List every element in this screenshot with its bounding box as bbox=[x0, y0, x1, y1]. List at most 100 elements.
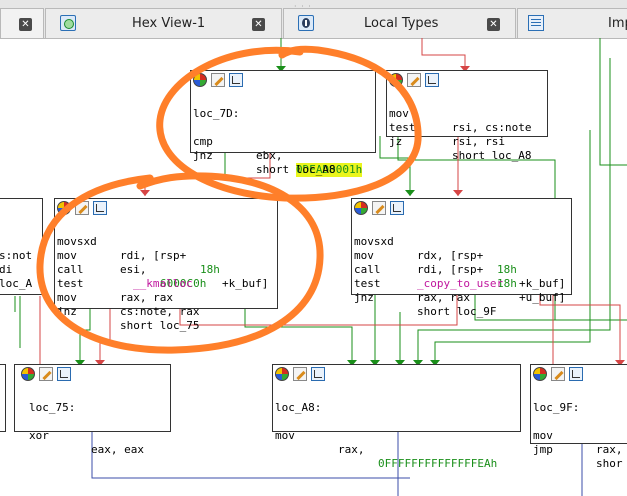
arrow-head bbox=[347, 360, 357, 366]
block-left-edge[interactable] bbox=[0, 364, 6, 432]
edge bbox=[434, 130, 591, 366]
function-name[interactable]: __kmalloc bbox=[133, 277, 193, 290]
tab-bar: · · · ✕ Hex View-1 ✕ Local Types ✕ Imp bbox=[0, 0, 627, 39]
operand: rdi, [rsp+ bbox=[120, 249, 187, 262]
arrow-head bbox=[95, 360, 105, 366]
operand: esi, bbox=[120, 263, 154, 276]
close-icon[interactable]: ✕ bbox=[252, 18, 265, 31]
offset-number: 18h bbox=[200, 263, 220, 276]
rename-icon[interactable] bbox=[211, 73, 225, 87]
color-wheel-icon[interactable] bbox=[354, 201, 368, 215]
operand: rsi, cs:note bbox=[452, 121, 532, 134]
graph-icon[interactable] bbox=[57, 367, 71, 381]
color-wheel-icon[interactable] bbox=[275, 367, 289, 381]
partial-text: s:not bbox=[0, 249, 33, 262]
mnemonic: xor bbox=[29, 429, 49, 442]
block-copy-to-user[interactable]: movsxd rdx, [rsp+ 18h +k_buf] mov rdi, [… bbox=[351, 198, 572, 318]
close-tab-icon[interactable]: ✕ bbox=[19, 18, 32, 31]
color-wheel-icon[interactable] bbox=[21, 367, 35, 381]
tab-hex-view[interactable]: Hex View-1 ✕ bbox=[45, 8, 282, 38]
block-top-right[interactable]: mov rsi, cs:note test rsi, rsi jz short … bbox=[386, 70, 548, 162]
edge bbox=[417, 58, 611, 366]
graph-icon[interactable] bbox=[311, 367, 325, 381]
instruction-row: mov rax, 0FFFFFFFFFFFFFFEAh bbox=[275, 415, 497, 485]
operand: short loc_75 bbox=[120, 319, 200, 332]
operand: rax, rax bbox=[417, 291, 470, 304]
tab-label: Local Types bbox=[364, 16, 439, 31]
tab-local-types[interactable]: Local Types ✕ bbox=[283, 8, 516, 38]
arrow-head bbox=[460, 66, 470, 72]
operand: short loc_A8 bbox=[256, 163, 336, 176]
offset-number: 18h bbox=[497, 277, 517, 290]
rename-icon[interactable] bbox=[39, 367, 53, 381]
hex-view-icon bbox=[60, 15, 76, 31]
label-line: loc_9F: bbox=[533, 401, 580, 414]
drag-handle[interactable]: · · · bbox=[294, 2, 312, 11]
tab-label: Hex View-1 bbox=[132, 16, 206, 31]
arrow-head bbox=[75, 360, 85, 366]
block-kmalloc[interactable]: movsxd rdi, [rsp+ 18h +k_buf] mov esi, 6… bbox=[54, 198, 278, 332]
tab-label: Imp bbox=[608, 16, 627, 31]
mnemonic: movsxd bbox=[354, 235, 394, 248]
operand: rsi, rsi bbox=[452, 135, 505, 148]
arrow-head bbox=[405, 190, 415, 196]
arrow-head bbox=[413, 360, 423, 366]
block-left-partial[interactable]: s:not di loc_A bbox=[0, 198, 43, 295]
graph-icon[interactable] bbox=[569, 367, 583, 381]
function-name[interactable]: _copy_to_user bbox=[417, 277, 504, 290]
operand: eax, eax bbox=[91, 443, 144, 456]
color-wheel-icon[interactable] bbox=[389, 73, 403, 87]
color-wheel-icon[interactable] bbox=[57, 201, 71, 215]
constant: 0FFFFFFFFFFFFFFEAh bbox=[378, 457, 498, 470]
operand: shor bbox=[596, 457, 623, 470]
operand-suffix: +k_buf] bbox=[519, 277, 566, 290]
instruction-row: mov rdi, [rsp+ 18h +u_buf] bbox=[354, 235, 565, 319]
mnemonic: jnz bbox=[193, 149, 213, 162]
mnemonic: test bbox=[354, 277, 381, 290]
operand-suffix: +k_buf] bbox=[222, 277, 269, 290]
operand: short loc_9F bbox=[417, 305, 497, 318]
edge bbox=[474, 294, 627, 321]
operand: rax, rax bbox=[120, 291, 173, 304]
rename-icon[interactable] bbox=[75, 201, 89, 215]
color-wheel-icon[interactable] bbox=[193, 73, 207, 87]
mnemonic: call bbox=[354, 263, 381, 276]
rename-icon[interactable] bbox=[407, 73, 421, 87]
instruction-row: jmp shor bbox=[533, 429, 623, 485]
block-loc-9f[interactable]: loc_9F: mov rax, jmp shor bbox=[530, 364, 627, 470]
rename-icon[interactable] bbox=[551, 367, 565, 381]
block-loc-7d[interactable]: loc_7D: cmp ebx, 0DEAD0001h jnz short lo… bbox=[190, 70, 376, 177]
arrow-head bbox=[140, 190, 150, 196]
mnemonic: jz bbox=[389, 135, 403, 148]
mnemonic: jnz bbox=[354, 291, 374, 304]
rename-icon[interactable] bbox=[372, 201, 386, 215]
graph-icon[interactable] bbox=[229, 73, 243, 87]
mnemonic: jnz bbox=[57, 305, 77, 318]
operand: rax, bbox=[596, 443, 623, 456]
label-line: loc_A8: bbox=[275, 401, 322, 414]
operand: rax, bbox=[338, 443, 372, 456]
graph-icon[interactable] bbox=[425, 73, 439, 87]
label-line: loc_75: bbox=[29, 401, 76, 414]
edge bbox=[91, 430, 410, 479]
block-loc-75[interactable]: loc_75: xor eax, eax bbox=[14, 364, 171, 456]
rename-icon[interactable] bbox=[293, 367, 307, 381]
edge bbox=[539, 294, 621, 366]
operand: rdx, [rsp+ bbox=[417, 249, 484, 262]
operand: short loc_A8 bbox=[452, 149, 532, 162]
tab-0[interactable]: ✕ bbox=[0, 8, 44, 38]
edge bbox=[244, 308, 353, 366]
arrow-head bbox=[453, 190, 463, 196]
graph-icon[interactable] bbox=[93, 201, 107, 215]
close-icon[interactable]: ✕ bbox=[487, 18, 500, 31]
edge bbox=[599, 38, 627, 166]
block-loc-a8[interactable]: loc_A8: mov rax, 0FFFFFFFFFFFFFFEAh bbox=[272, 364, 521, 470]
instruction-row: jnz short loc_75 bbox=[57, 291, 199, 347]
arrow-head bbox=[615, 360, 625, 366]
color-wheel-icon[interactable] bbox=[533, 367, 547, 381]
tab-imports[interactable]: Imp bbox=[517, 8, 627, 38]
graph-icon[interactable] bbox=[390, 201, 404, 215]
label-line: loc_7D: bbox=[193, 107, 240, 120]
edge bbox=[421, 38, 466, 72]
arrow-head bbox=[370, 360, 380, 366]
